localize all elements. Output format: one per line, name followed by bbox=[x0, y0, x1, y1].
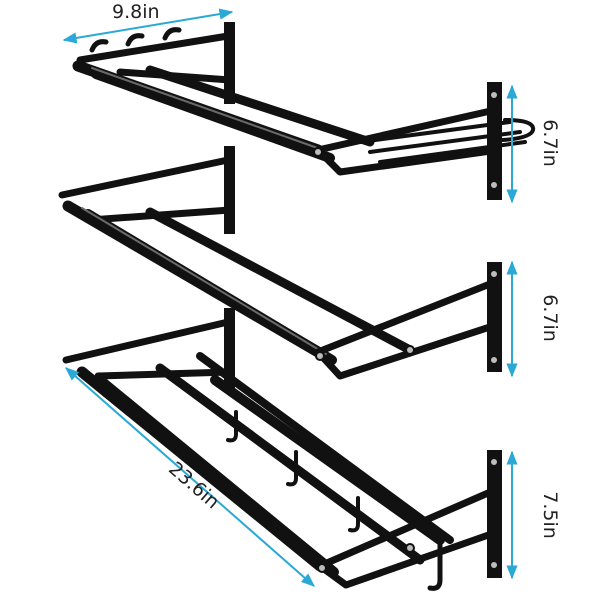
label-shelf3-height: 7.5in bbox=[539, 491, 561, 539]
bottom-front-wall-plate bbox=[487, 450, 502, 578]
dimension-line-top-width bbox=[62, 8, 234, 44]
top-front-wall-plate bbox=[487, 82, 502, 200]
middle-front-wall-plate bbox=[487, 262, 502, 372]
label-shelf1-height: 6.7in bbox=[539, 119, 561, 167]
bottom-shelf bbox=[62, 308, 502, 591]
dimension-line-length bbox=[64, 367, 316, 587]
label-top-width: 9.8in bbox=[112, 1, 160, 23]
top-shelf bbox=[72, 22, 536, 200]
hook-bar bbox=[210, 375, 445, 545]
label-shelf2-height: 6.7in bbox=[539, 294, 561, 342]
middle-shelf bbox=[58, 146, 502, 380]
dimension-annotations bbox=[62, 8, 518, 587]
